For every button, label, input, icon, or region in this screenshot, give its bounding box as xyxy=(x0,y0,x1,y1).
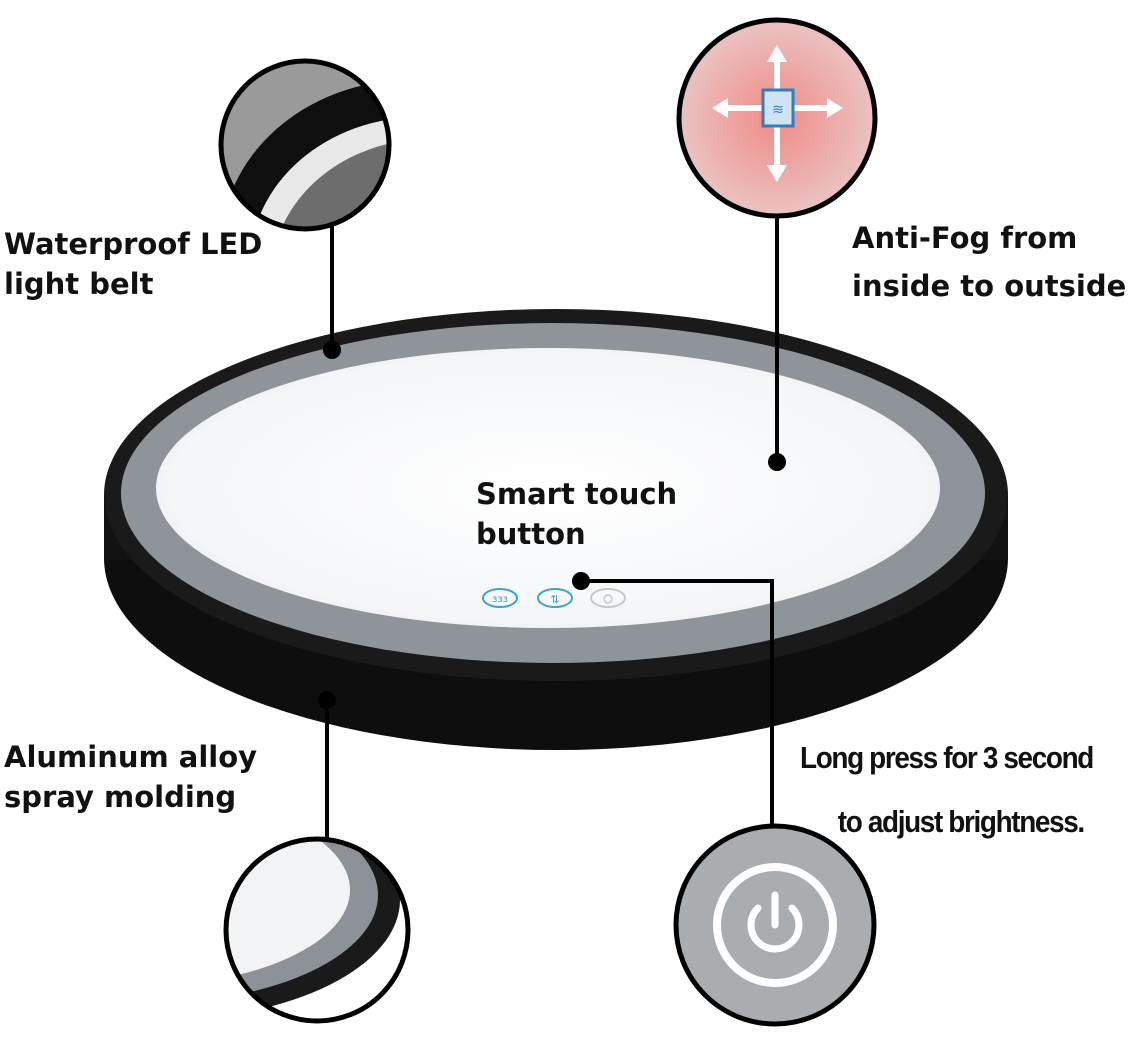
smart-touch-label: Smart touch button xyxy=(476,474,677,554)
label-line: light belt xyxy=(4,267,154,301)
callout-lines xyxy=(325,212,779,840)
label-line: button xyxy=(476,517,586,551)
anti-fog-detail: ≋ xyxy=(676,17,878,219)
svg-text:≋: ≋ xyxy=(772,102,784,118)
svg-text:ззз: ззз xyxy=(492,594,508,605)
svg-text:⇅: ⇅ xyxy=(550,593,559,606)
label-line: Aluminum alloy xyxy=(4,740,258,774)
label-line: Long press for 3 second xyxy=(800,740,1094,775)
label-line: inside to outside xyxy=(852,269,1127,303)
anti-fog-label: Anti-Fog from inside to outside xyxy=(852,218,1126,306)
led-belt-detail xyxy=(218,58,392,232)
defog-arrows-icon: ≋ xyxy=(712,45,843,182)
frame-label: Aluminum alloy spray molding xyxy=(4,737,257,817)
defog-icon[interactable]: ззз xyxy=(482,588,518,608)
touch-buttons[interactable]: ззз ⇅ xyxy=(482,588,626,608)
long-press-label: Long press for 3 second to adjust bright… xyxy=(800,738,1094,842)
label-line: to adjust brightness. xyxy=(837,804,1085,839)
label-line: Anti-Fog from xyxy=(852,221,1078,255)
led-belt-label: Waterproof LED light belt xyxy=(4,224,262,304)
label-line: Waterproof LED xyxy=(4,227,263,261)
brightness-icon[interactable]: ⇅ xyxy=(537,588,573,608)
label-line: Smart touch xyxy=(476,477,678,511)
power-icon[interactable] xyxy=(590,588,626,608)
power-button-detail xyxy=(673,823,877,1027)
label-line: spray molding xyxy=(4,780,237,814)
callout-dots xyxy=(318,341,786,709)
